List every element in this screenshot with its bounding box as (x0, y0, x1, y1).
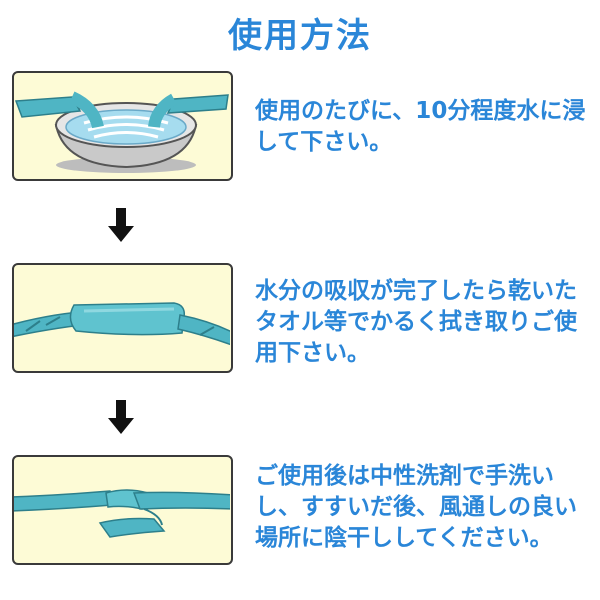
down-arrow-icon (108, 208, 134, 242)
step-3-illustration (12, 455, 233, 565)
step-2-text: 水分の吸収が完了したら乾いたタオル等でかるく拭き取りご使用下さい。 (255, 278, 577, 366)
band-drying-image (14, 489, 230, 538)
step-1-illustration (12, 71, 233, 181)
bowl-soaking-band-image (14, 91, 229, 173)
down-arrow-icon (108, 400, 134, 434)
step-2-illustration (12, 263, 233, 373)
band-on-towel-image (14, 302, 230, 346)
step-1-text: 使用のたびに、10分程度水に浸して下さい。 (255, 98, 586, 155)
page-title: 使用方法 (228, 16, 372, 56)
step-3-text: ご使用後は中性洗剤で手洗いし、すすいだ後、風通しの良い場所に陰干ししてください。 (255, 463, 577, 551)
